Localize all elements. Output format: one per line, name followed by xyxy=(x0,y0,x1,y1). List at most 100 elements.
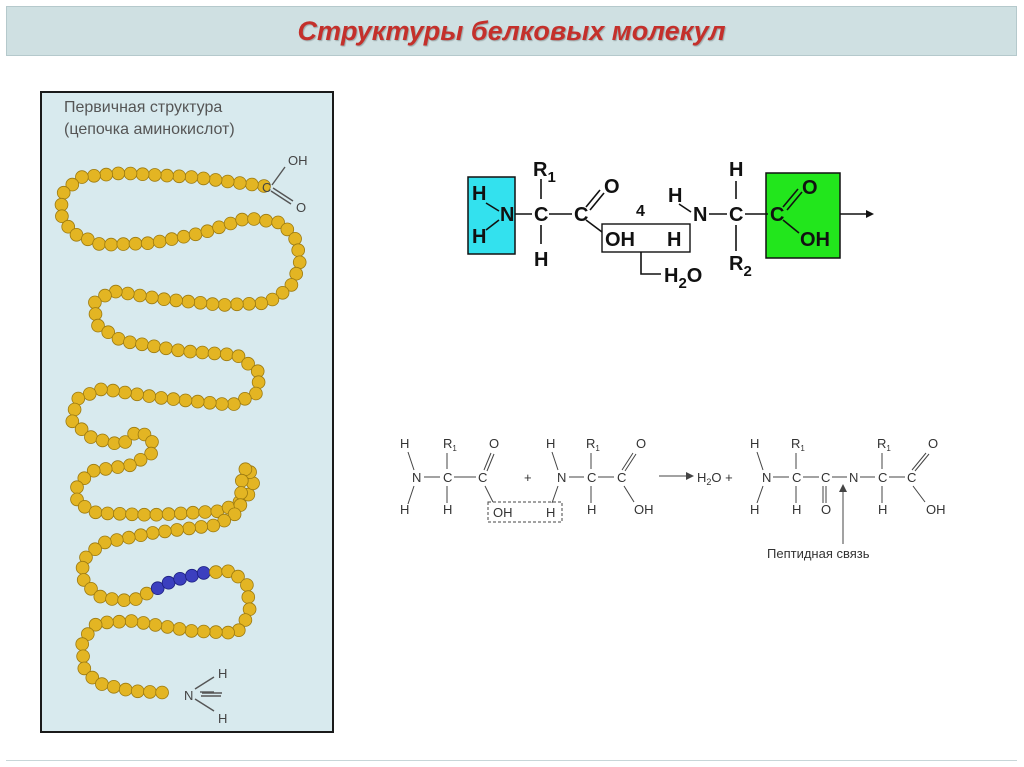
amino-acid-bead xyxy=(231,569,245,584)
amino-acid-bead xyxy=(275,286,290,300)
eq-p-h-alpha1: H xyxy=(792,502,801,517)
amino-acid-bead xyxy=(155,685,169,700)
eq-r1-c-carbonyl: C xyxy=(478,470,487,485)
eq-r2-c-carboxyl: C xyxy=(617,470,626,485)
amino-acid-bead xyxy=(118,435,132,449)
amino-acid-bead xyxy=(271,215,285,230)
dp-h-top-left: H xyxy=(472,183,486,205)
dp-c-alpha1: C xyxy=(534,204,548,226)
eq-r1-n: N xyxy=(412,470,421,485)
amino-acid-bead xyxy=(101,325,115,340)
highlighted-amino-acid-bead xyxy=(150,581,165,596)
amino-acid-bead xyxy=(238,613,253,627)
eq-r2-n: N xyxy=(557,470,566,485)
amino-acid-bead xyxy=(88,617,103,632)
eq-p-h-bottom: H xyxy=(750,502,759,517)
eq-r1-o: O xyxy=(489,436,499,451)
eq-p-n1: N xyxy=(762,470,771,485)
footer-divider xyxy=(6,760,1017,761)
dp-oh-removed: OH xyxy=(605,229,635,251)
dp-c-carbonyl1: C xyxy=(574,204,588,226)
eq-p-r2: R1 xyxy=(877,436,891,453)
eq-p-n2: N xyxy=(849,470,858,485)
eq-water-product: H2O + xyxy=(697,470,733,487)
slide-title-bar: Структуры белковых молекул xyxy=(6,6,1017,56)
eq-plus: + xyxy=(524,470,532,485)
eq-p-o-carbonyl: O xyxy=(821,502,831,517)
bond-pointer-arrow xyxy=(839,484,847,492)
primary-structure-panel: Первичная структура (цепочка аминокислот… xyxy=(40,91,334,733)
dp-step-number: 4 xyxy=(636,203,645,220)
amino-acid-bead xyxy=(84,581,98,596)
dp-o-carboxyl: O xyxy=(802,177,818,199)
dp-n2: N xyxy=(693,204,707,226)
dp-h-alpha1: H xyxy=(534,249,548,271)
dp-oh-carboxyl: OH xyxy=(800,229,830,251)
amino-acid-bead xyxy=(77,499,92,514)
eq-r2-c-alpha: C xyxy=(587,470,596,485)
eq-p-c-alpha1: C xyxy=(792,470,801,485)
eq-r2-h-bottom: H xyxy=(546,505,555,520)
dp-r2: R2 xyxy=(729,253,752,280)
eq-r1-oh: OH xyxy=(493,505,513,520)
dp-c-alpha2: C xyxy=(729,204,743,226)
eq-r1-h-alpha: H xyxy=(443,502,452,517)
eq-r1-c-alpha: C xyxy=(443,470,452,485)
amino-acid-bead xyxy=(74,422,89,437)
amino-acid-bead xyxy=(91,318,105,333)
top-o-label: O xyxy=(296,200,306,215)
amino-acid-bead xyxy=(98,288,112,303)
top-carbon-label: C xyxy=(262,180,271,195)
eq-p-r1: R1 xyxy=(791,436,805,453)
amino-acid-bead xyxy=(241,356,255,371)
eq-r1-h-top: H xyxy=(400,436,409,451)
amino-acid-bead xyxy=(65,414,80,429)
dp-chain-arrow xyxy=(866,210,874,218)
dp-h-alpha2: H xyxy=(729,159,743,181)
dp-h-n2: H xyxy=(668,185,682,207)
amino-acid-bead xyxy=(77,471,92,486)
amino-acid-bead xyxy=(249,386,263,401)
amino-acid-bead xyxy=(231,349,246,364)
amino-acid-bead xyxy=(98,535,112,550)
bead-group xyxy=(54,166,307,700)
bottom-h2-label: H xyxy=(218,711,227,726)
dp-o-carbonyl1: O xyxy=(604,176,620,198)
amino-acid-bead xyxy=(85,670,100,685)
amino-acid-bead xyxy=(75,170,89,184)
amino-group-highlight xyxy=(467,176,516,255)
reaction-arrow xyxy=(686,472,694,480)
caption-line-1: Первичная структура xyxy=(64,99,223,116)
amino-acid-bead xyxy=(133,452,148,467)
caption-line-2: (цепочка аминокислот) xyxy=(64,121,235,138)
top-oh-label: OH xyxy=(288,153,308,168)
eq-p-h-alpha2: H xyxy=(878,502,887,517)
eq-r2-o: O xyxy=(636,436,646,451)
carboxyl-group-highlight xyxy=(765,172,841,259)
dp-water: H2O xyxy=(664,265,702,292)
dp-h-removed: H xyxy=(667,229,681,251)
eq-r2-r: R1 xyxy=(586,436,600,453)
bottom-n-label: N xyxy=(184,688,193,703)
amino-acid-bead xyxy=(77,661,92,676)
eq-p-c-alpha2: C xyxy=(878,470,887,485)
amino-acid-bead xyxy=(86,463,101,478)
eq-r1-r: R1 xyxy=(443,436,457,453)
peptide-bond-label: Пептидная связь xyxy=(767,546,870,561)
amino-acid-bead xyxy=(284,278,299,292)
amino-acid-bead xyxy=(144,446,158,461)
amino-acid-bead xyxy=(227,507,242,522)
amino-acid-bead xyxy=(139,586,154,601)
amino-acid-bead xyxy=(129,592,143,606)
eq-p-c-carbonyl: C xyxy=(821,470,830,485)
eq-p-c-carboxyl: C xyxy=(907,470,916,485)
slide-title: Структуры белковых молекул xyxy=(297,16,726,46)
eq-r1-h-bottom: H xyxy=(400,502,409,517)
amino-acid-bead xyxy=(55,209,69,223)
eq-p-o: O xyxy=(928,436,938,451)
amino-acid-bead xyxy=(280,222,295,237)
primary-structure-caption: Первичная структура (цепочка аминокислот… xyxy=(64,97,235,141)
amino-acid-bead xyxy=(76,573,91,587)
eq-r2-h-top: H xyxy=(546,436,555,451)
